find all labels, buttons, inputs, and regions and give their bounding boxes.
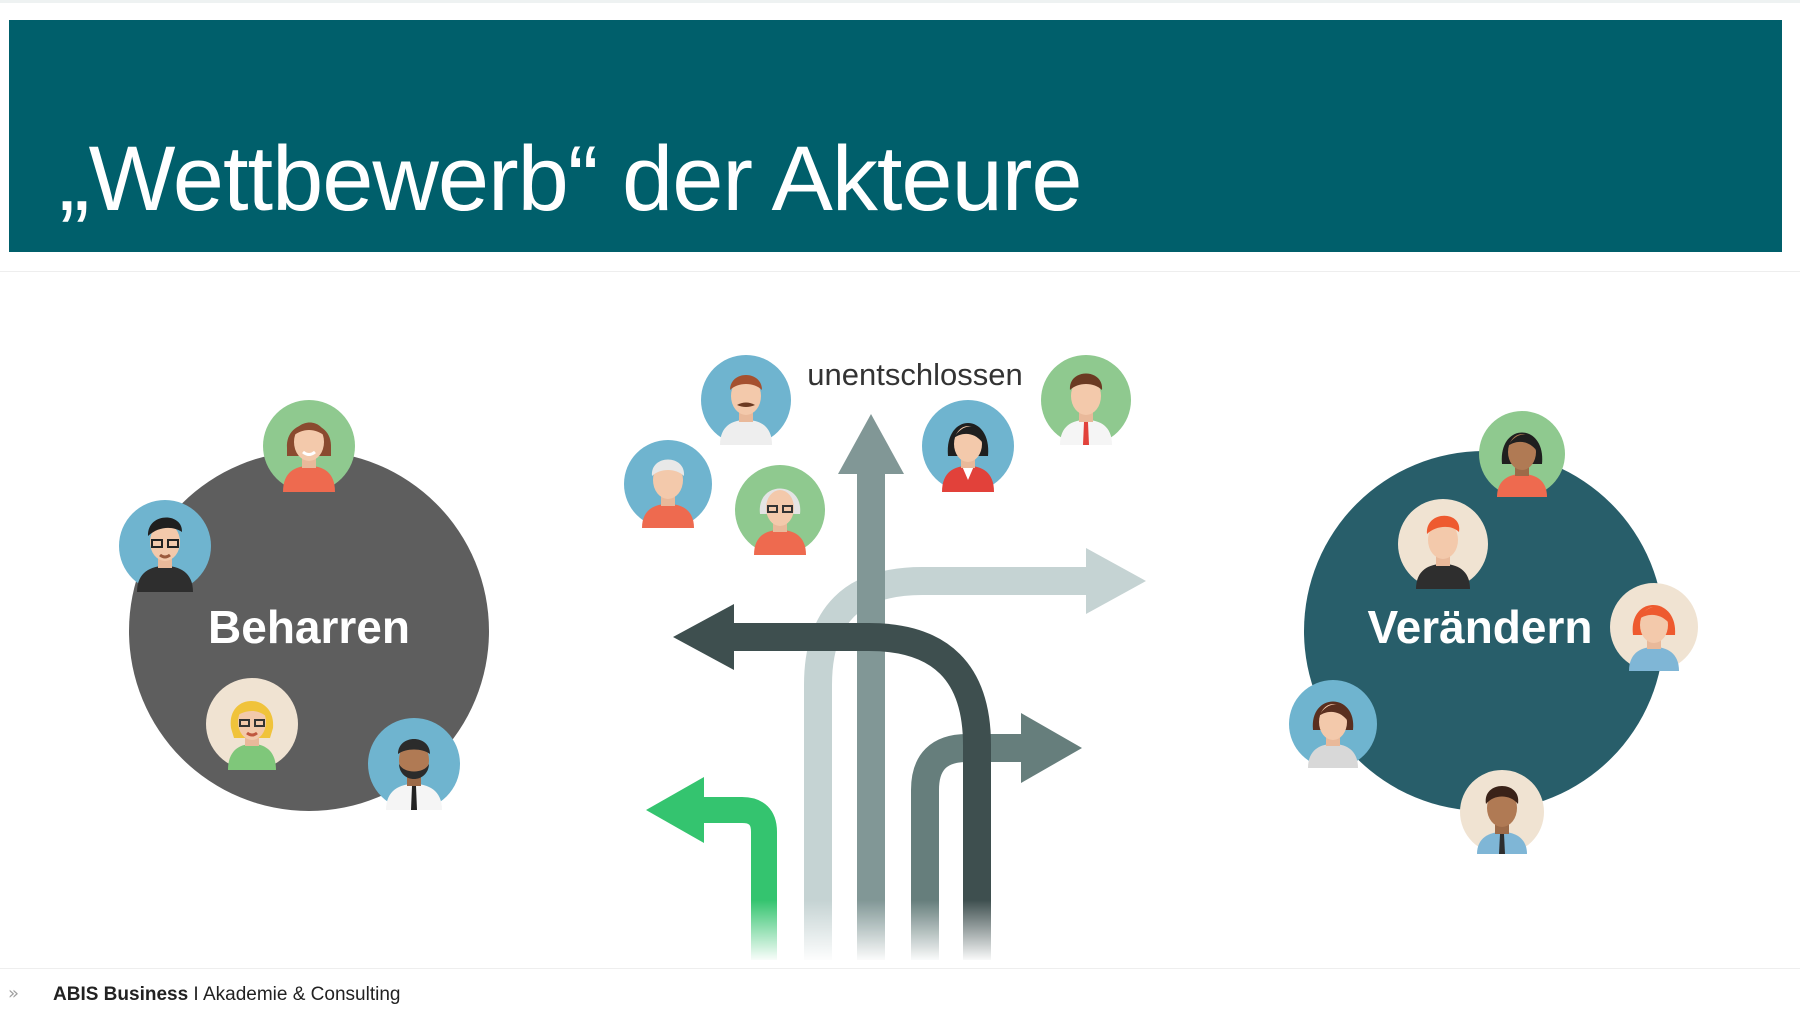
avatar-brunette-woman-icon <box>1289 680 1377 768</box>
avatar-curly-man-icon <box>1460 770 1544 854</box>
group-unentschlossen: unentschlossen <box>624 355 1131 555</box>
arrow-dark-left <box>730 623 991 960</box>
arrows-fade <box>620 900 1020 962</box>
veraendern-circle <box>1304 451 1664 811</box>
footer: » ABIS Business I Akademie & Consulting <box>0 968 1800 1015</box>
arrow-green-left-head <box>646 777 704 843</box>
avatar-woman-brown-hair-icon <box>263 400 355 492</box>
arrow-light-right-head <box>1086 548 1146 614</box>
beharren-label: Beharren <box>208 601 410 653</box>
avatar-blonde-woman-icon <box>206 678 298 770</box>
footer-separator: I <box>188 984 203 1005</box>
avatar-dark-hair-woman-icon <box>1479 411 1565 497</box>
arrow-dark-left-head <box>673 604 734 670</box>
avatar-man-glasses-icon <box>119 500 211 592</box>
footer-brand: ABIS Business <box>53 984 189 1005</box>
group-veraendern: Verändern <box>1289 411 1698 854</box>
avatar-redhead-woman-icon <box>1610 583 1698 671</box>
arrow-mid-up-head <box>838 414 904 474</box>
avatar-mustache-man-icon <box>701 355 791 445</box>
avatar-tie-man-icon <box>1041 355 1131 445</box>
avatar-businesswoman-icon <box>922 400 1014 492</box>
avatar-old-woman-icon <box>735 465 825 555</box>
footer-text: ABIS Business I Akademie & Consulting <box>53 984 400 1006</box>
arrow-light-right <box>804 567 1090 960</box>
arrow-teal-right-head <box>1021 713 1082 783</box>
double-chevron-icon: » <box>8 983 19 1004</box>
arrow-green-left <box>700 797 777 960</box>
footer-tagline: Akademie & Consulting <box>202 984 401 1005</box>
avatar-redhead-man-icon <box>1398 499 1488 589</box>
title-divider <box>0 271 1800 272</box>
avatar-old-man-icon <box>624 440 712 528</box>
unentschlossen-label: unentschlossen <box>807 357 1022 392</box>
group-beharren: Beharren <box>119 400 489 811</box>
avatar-bearded-man-icon <box>368 718 460 810</box>
slide-title: „Wettbewerb“ der Akteure <box>59 128 1083 230</box>
top-rule <box>0 0 1800 3</box>
title-band: „Wettbewerb“ der Akteure <box>9 20 1782 252</box>
crossroads-arrows <box>620 414 1146 962</box>
veraendern-label: Verändern <box>1368 601 1593 653</box>
